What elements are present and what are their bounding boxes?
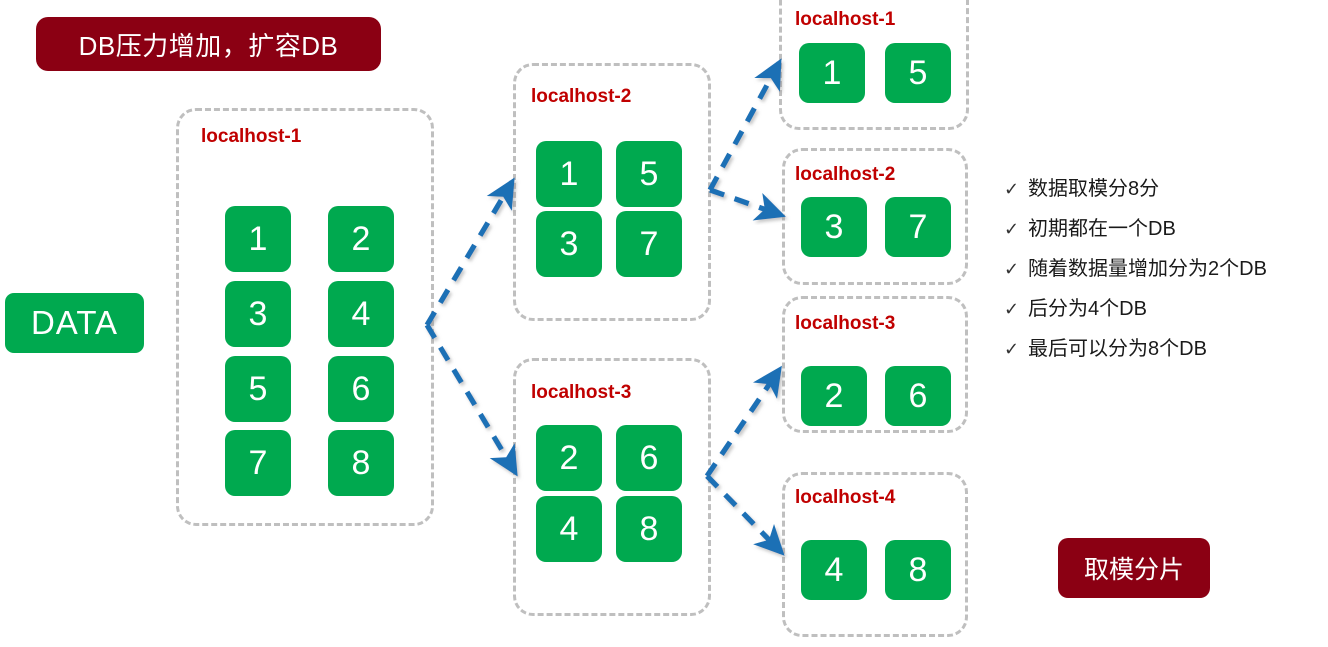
host-label-stage3-localhost-2: localhost-2 xyxy=(795,164,896,185)
shard-tile: 1 xyxy=(799,43,865,103)
host-label-stage3-localhost-4: localhost-4 xyxy=(795,487,896,508)
list-item-label: 后分为4个DB xyxy=(1028,298,1147,320)
modulo-shard-badge: 取模分片 xyxy=(1058,538,1210,598)
shard-tile: 5 xyxy=(616,141,682,207)
list-item: ✓ 随着数据量增加分为2个DB xyxy=(1004,252,1328,281)
arrow-stage1-to-localhost3 xyxy=(424,323,518,477)
shard-tile: 7 xyxy=(885,197,951,257)
shard-tile: 5 xyxy=(885,43,951,103)
check-icon: ✓ xyxy=(1004,259,1020,279)
shard-tile: 8 xyxy=(885,540,951,600)
shard-tile: 1 xyxy=(225,206,291,272)
shard-tile: 4 xyxy=(536,496,602,562)
shard-tile: 8 xyxy=(328,430,394,496)
list-item-label: 初期都在一个DB xyxy=(1028,218,1176,240)
shard-tile: 3 xyxy=(225,281,291,347)
shard-tile: 7 xyxy=(225,430,291,496)
shard-tile: 2 xyxy=(328,206,394,272)
arrow-stage2b-to-stage3-localhost4 xyxy=(705,474,785,556)
shard-tile: 6 xyxy=(885,366,951,426)
arrow-stage1-to-localhost2 xyxy=(424,177,515,327)
check-icon: ✓ xyxy=(1004,179,1020,199)
list-item: ✓ 初期都在一个DB xyxy=(1004,212,1328,241)
arrow-stage2a-to-stage3-localhost2 xyxy=(709,187,786,221)
shard-tile: 1 xyxy=(536,141,602,207)
shard-tile: 5 xyxy=(225,356,291,422)
check-icon: ✓ xyxy=(1004,299,1020,319)
host-label-stage3-localhost-3: localhost-3 xyxy=(795,313,896,334)
shard-tile: 2 xyxy=(536,425,602,491)
data-source-box: DATA xyxy=(5,293,144,353)
shard-tile: 7 xyxy=(616,211,682,277)
shard-tile: 8 xyxy=(616,496,682,562)
host-label-stage2-localhost-3: localhost-3 xyxy=(531,382,632,403)
list-item-label: 数据取模分8分 xyxy=(1028,178,1160,200)
arrow-stage2a-to-stage3-localhost1 xyxy=(707,58,782,192)
title-banner: DB压力增加，扩容DB xyxy=(36,17,381,71)
check-icon: ✓ xyxy=(1004,219,1020,239)
notes-list: ✓ 数据取模分8分 ✓ 初期都在一个DB ✓ 随着数据量增加分为2个DB ✓ 后… xyxy=(1004,172,1328,372)
list-item: ✓ 最后可以分为8个DB xyxy=(1004,332,1328,361)
list-item-label: 随着数据量增加分为2个DB xyxy=(1028,258,1267,280)
shard-tile: 6 xyxy=(328,356,394,422)
shard-tile: 4 xyxy=(328,281,394,347)
host-group-stage1-localhost-1 xyxy=(176,108,434,526)
host-group-stage3-localhost-3 xyxy=(782,296,968,433)
list-item: ✓ 数据取模分8分 xyxy=(1004,172,1328,201)
host-label-stage1-localhost-1: localhost-1 xyxy=(201,126,302,147)
arrow-stage2b-to-stage3-localhost3 xyxy=(704,365,782,478)
shard-tile: 3 xyxy=(801,197,867,257)
list-item-label: 最后可以分为8个DB xyxy=(1028,338,1207,360)
check-icon: ✓ xyxy=(1004,339,1020,359)
list-item: ✓ 后分为4个DB xyxy=(1004,292,1328,321)
shard-tile: 6 xyxy=(616,425,682,491)
host-label-stage3-localhost-1: localhost-1 xyxy=(795,9,896,30)
shard-tile: 4 xyxy=(801,540,867,600)
host-label-stage2-localhost-2: localhost-2 xyxy=(531,86,632,107)
shard-tile: 3 xyxy=(536,211,602,277)
shard-tile: 2 xyxy=(801,366,867,426)
